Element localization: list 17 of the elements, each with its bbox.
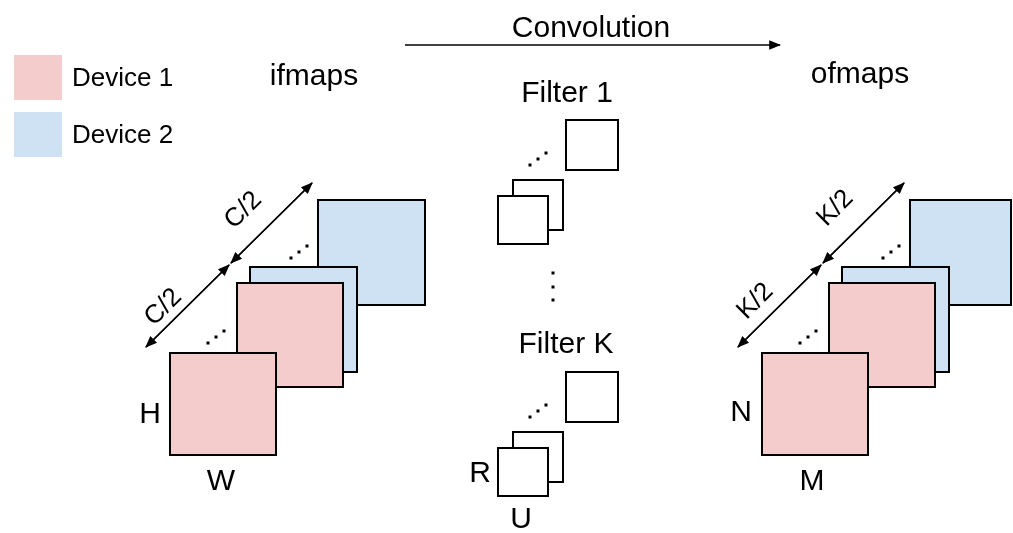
axis-label: H xyxy=(139,398,161,428)
heading-label: Convolution xyxy=(511,12,671,42)
dimension-label: K/2 xyxy=(811,184,857,230)
dimension-label: C/2 xyxy=(218,185,266,233)
dimension-label: K/2 xyxy=(731,277,777,323)
dimension-label: C/2 xyxy=(138,282,186,330)
heading-label: Filter 1 xyxy=(521,77,613,107)
legend-label: Device 2 xyxy=(72,121,174,147)
axis-label: N xyxy=(730,396,752,426)
heading-label: ifmaps xyxy=(269,60,359,90)
heading-label: ofmaps xyxy=(810,58,910,88)
axis-label: W xyxy=(206,465,236,495)
heading-label: Filter K xyxy=(518,328,614,358)
axis-label: R xyxy=(469,457,491,487)
axis-label: M xyxy=(799,465,825,495)
legend-label: Device 1 xyxy=(72,64,174,90)
axis-label: U xyxy=(510,503,532,533)
